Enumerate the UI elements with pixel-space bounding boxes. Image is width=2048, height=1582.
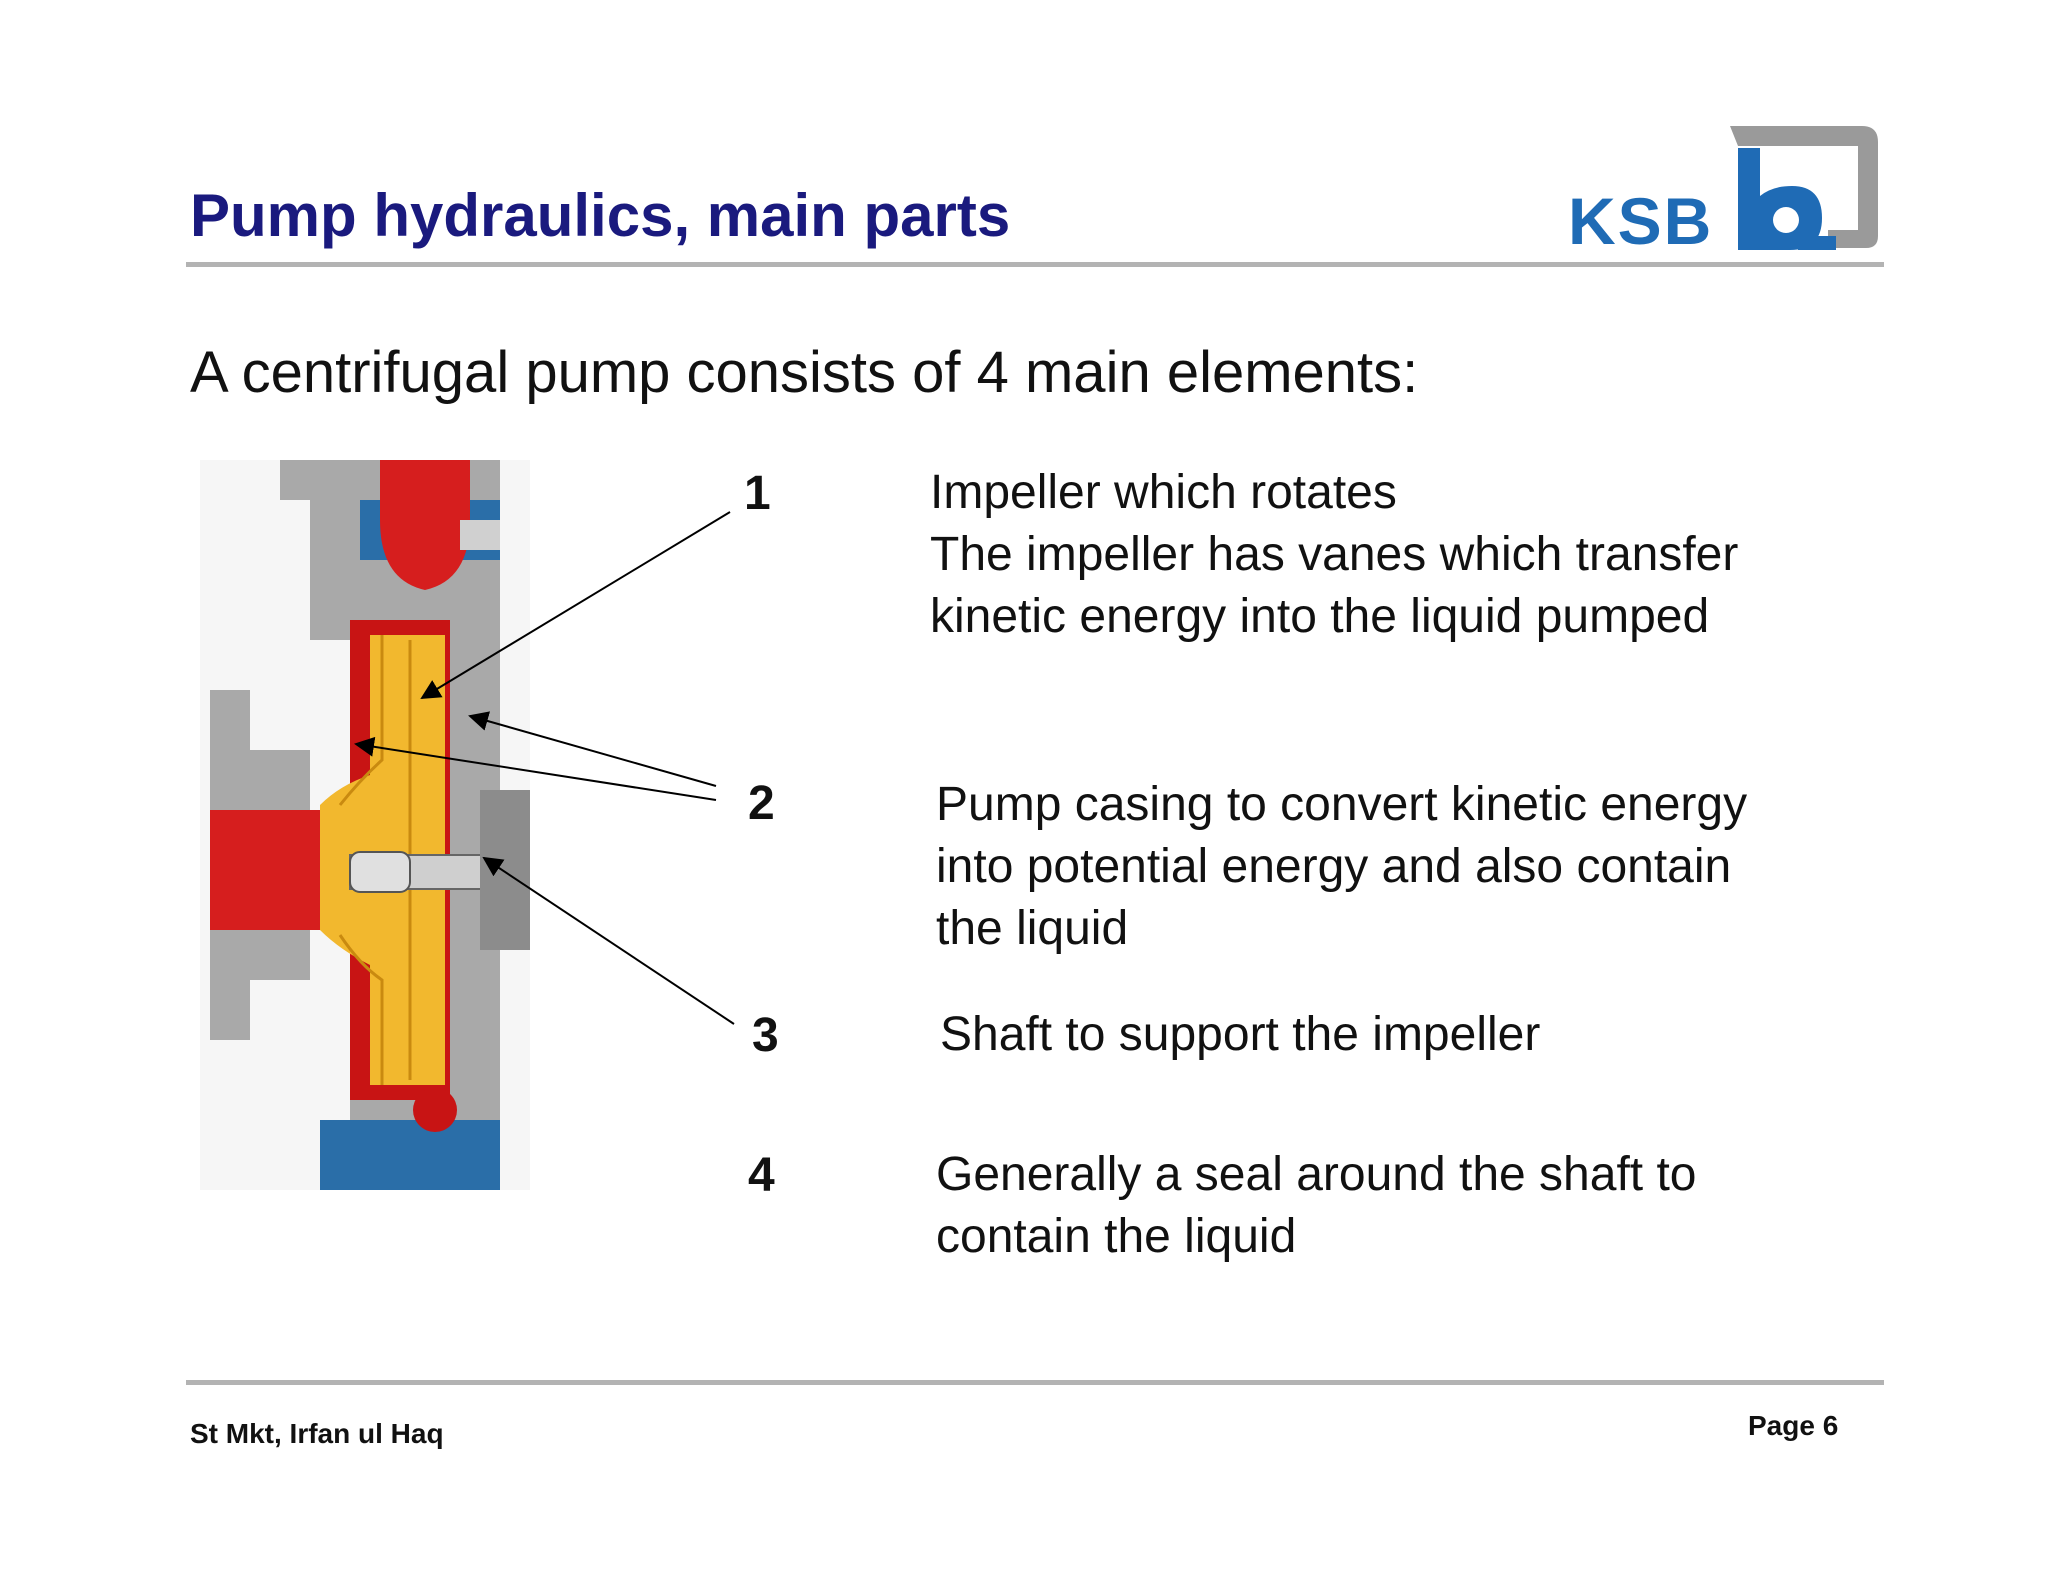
footer-divider bbox=[186, 1380, 1884, 1385]
page-number: Page 6 bbox=[1748, 1410, 1839, 1441]
item-1-number: 1 bbox=[744, 467, 771, 520]
item-2-description: Pump casing to convert kinetic energy in… bbox=[936, 774, 1747, 960]
footer-author: St Mkt, Irfan ul Haq bbox=[190, 1418, 444, 1449]
item-4-line: Generally a seal around the shaft to bbox=[936, 1148, 1697, 1201]
item-1-line: Impeller which rotates bbox=[930, 466, 1397, 519]
item-1-line: kinetic energy into the liquid pumped bbox=[930, 590, 1710, 643]
item-2-line: into potential energy and also contain bbox=[936, 840, 1732, 893]
ksb-logo: KSB bbox=[1568, 126, 1878, 258]
item-3-description: Shaft to support the impeller bbox=[940, 1004, 1540, 1066]
item-2-number: 2 bbox=[748, 777, 775, 830]
item-4-number: 4 bbox=[748, 1149, 775, 1202]
pump-cross-section-diagram bbox=[200, 460, 530, 1190]
item-2-line: the liquid bbox=[936, 902, 1129, 955]
item-1-description: Impeller which rotates The impeller has … bbox=[930, 462, 1738, 648]
slide-subtitle: A centrifugal pump consists of 4 main el… bbox=[190, 340, 1419, 405]
item-4-line: contain the liquid bbox=[936, 1210, 1297, 1263]
item-3-number: 3 bbox=[752, 1009, 779, 1062]
item-4-description: Generally a seal around the shaft to con… bbox=[936, 1144, 1696, 1268]
item-2-line: Pump casing to convert kinetic energy bbox=[936, 778, 1748, 831]
header-divider bbox=[186, 262, 1884, 267]
item-1-line: The impeller has vanes which transfer bbox=[930, 528, 1739, 581]
item-3-line: Shaft to support the impeller bbox=[940, 1008, 1541, 1061]
logo-text: KSB bbox=[1568, 184, 1713, 258]
page-title: Pump hydraulics, main parts bbox=[190, 182, 1011, 249]
